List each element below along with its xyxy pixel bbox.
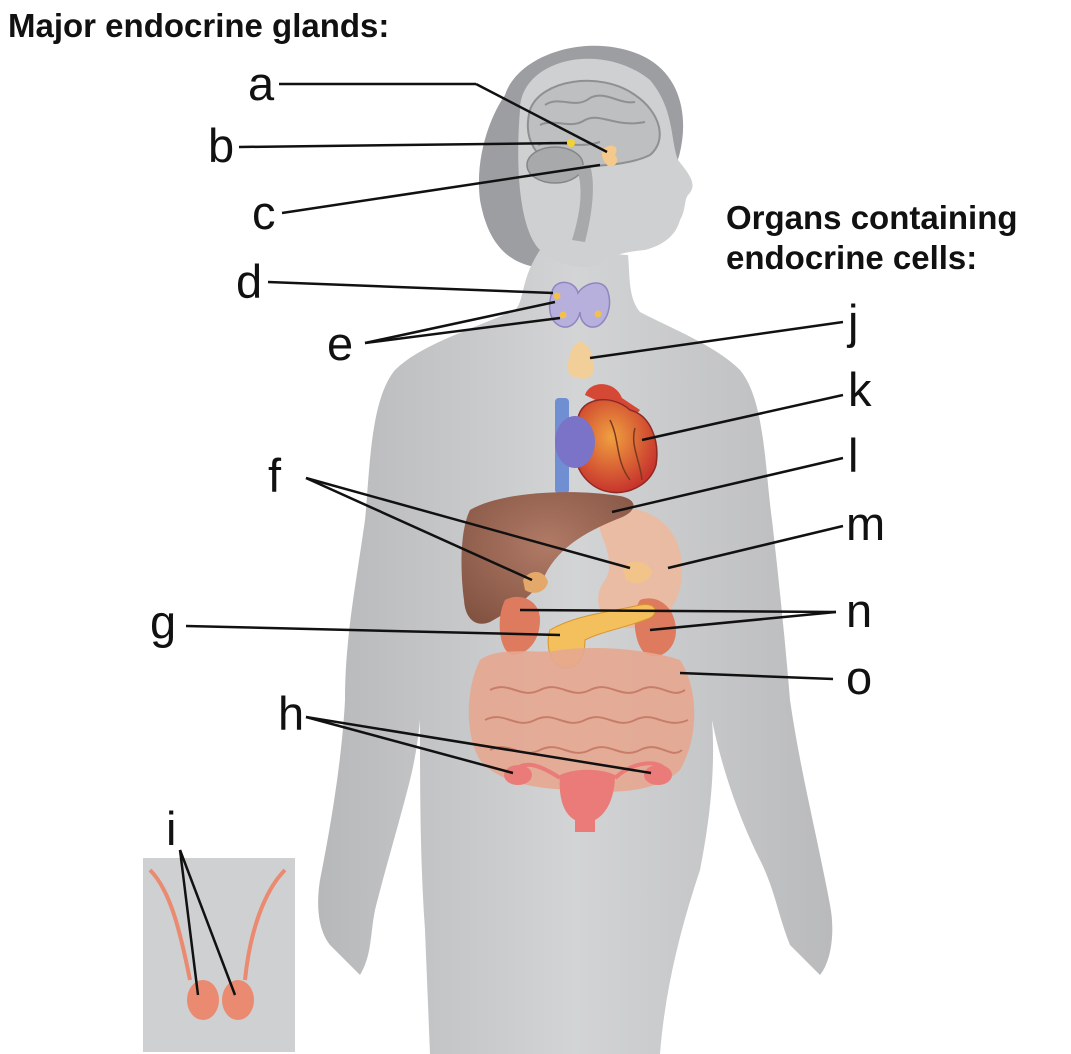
parathyroid-gland bbox=[553, 292, 561, 300]
label-m: m bbox=[846, 497, 886, 550]
testis bbox=[187, 980, 219, 1020]
label-i: i bbox=[166, 802, 177, 855]
label-c: c bbox=[252, 186, 276, 239]
uterus bbox=[559, 769, 615, 832]
label-a: a bbox=[248, 57, 275, 110]
title-major-glands: Major endocrine glands: bbox=[8, 7, 390, 44]
kidney-left bbox=[499, 596, 540, 655]
ovary bbox=[644, 765, 672, 785]
label-e: e bbox=[327, 317, 354, 370]
right-atrium bbox=[555, 416, 595, 468]
label-l: l bbox=[848, 429, 859, 482]
parathyroid-gland bbox=[559, 311, 567, 319]
label-f: f bbox=[268, 449, 282, 502]
label-g: g bbox=[150, 595, 177, 648]
label-b: b bbox=[208, 119, 235, 172]
liver bbox=[461, 492, 634, 624]
thymus bbox=[567, 342, 595, 379]
label-j: j bbox=[848, 295, 859, 348]
small-intestine bbox=[468, 648, 695, 792]
label-o: o bbox=[846, 651, 873, 704]
label-k: k bbox=[848, 363, 872, 416]
label-n: n bbox=[846, 584, 873, 637]
parathyroid-gland bbox=[594, 310, 602, 318]
label-h: h bbox=[278, 687, 305, 740]
leader-lines bbox=[178, 82, 844, 996]
title-organs-with-endocrine-cells: Organs containing endocrine cells: bbox=[726, 199, 1018, 276]
adrenal-gland bbox=[523, 571, 548, 593]
testis bbox=[222, 980, 254, 1020]
ovary bbox=[504, 765, 532, 785]
pineal-gland bbox=[567, 139, 575, 147]
cerebellum bbox=[526, 146, 584, 184]
label-d: d bbox=[236, 255, 263, 308]
